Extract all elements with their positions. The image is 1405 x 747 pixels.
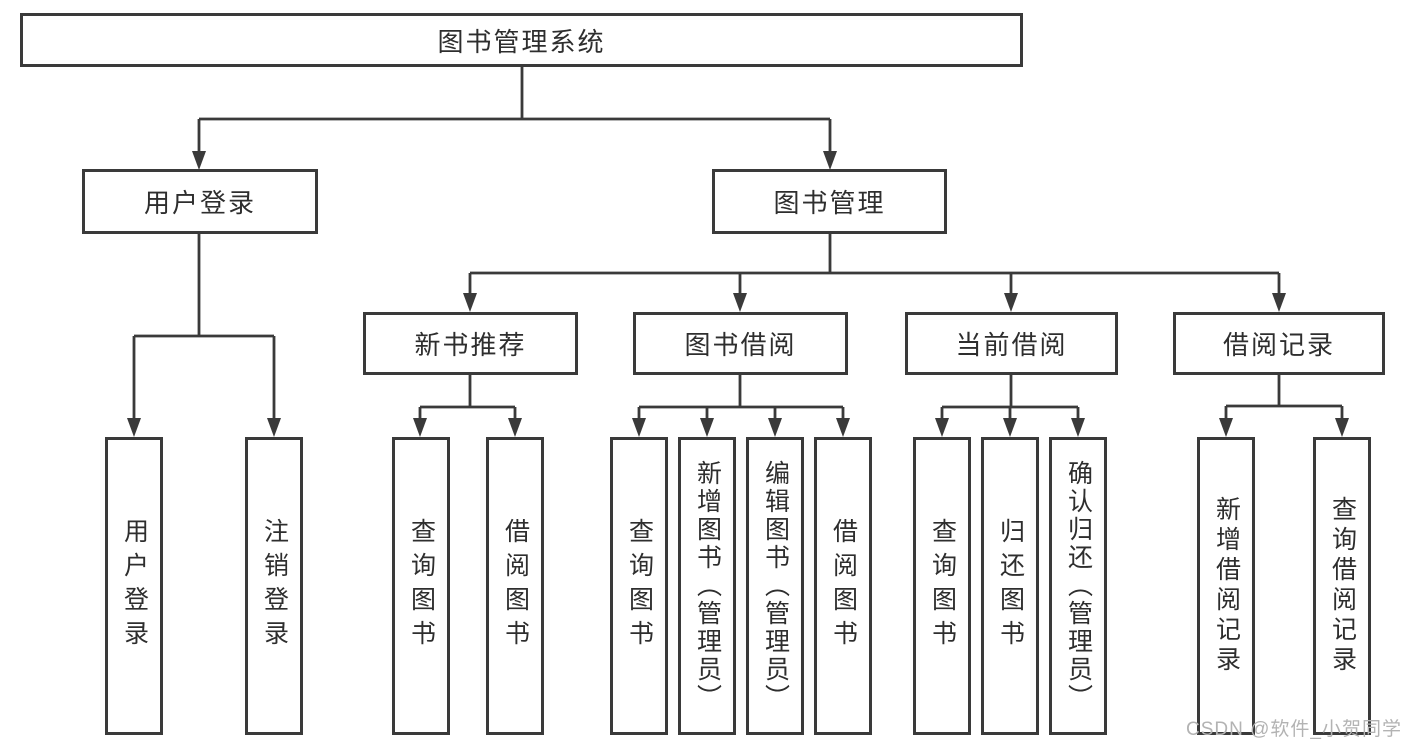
node-add-borrow-record-label: 新增借阅记录 bbox=[1212, 496, 1241, 676]
node-return-books: 归还图书 bbox=[981, 437, 1039, 735]
connector-root-to-level2 bbox=[192, 67, 837, 170]
node-user-login-leaf: 用户登录 bbox=[105, 437, 163, 735]
node-query-books-borrowing-label: 查询图书 bbox=[625, 518, 654, 654]
connector-borrow-records-children bbox=[1219, 375, 1349, 437]
node-book-borrowing: 图书借阅 bbox=[633, 312, 848, 375]
node-query-books-recommend: 查询图书 bbox=[392, 437, 450, 735]
node-query-borrow-record-label: 查询借阅记录 bbox=[1328, 496, 1357, 676]
node-query-books-borrowing: 查询图书 bbox=[610, 437, 668, 735]
connector-user-login-children bbox=[127, 234, 281, 437]
node-logout-label: 注销登录 bbox=[260, 518, 289, 654]
node-confirm-return-admin: 确认归还（管理员） bbox=[1049, 437, 1107, 735]
node-new-book-recommend: 新书推荐 bbox=[363, 312, 578, 375]
node-query-borrow-record: 查询借阅记录 bbox=[1313, 437, 1371, 735]
node-library-management-system: 图书管理系统 bbox=[20, 13, 1023, 67]
node-user-login-leaf-label: 用户登录 bbox=[120, 518, 149, 654]
node-query-books-recommend-label: 查询图书 bbox=[407, 518, 436, 654]
node-book-management: 图书管理 bbox=[712, 169, 947, 234]
connector-book-borrowing-children bbox=[632, 375, 850, 437]
node-edit-books-admin: 编辑图书（管理员） bbox=[746, 437, 804, 735]
connector-book-management-children bbox=[463, 234, 1286, 312]
node-borrow-books-recommend: 借阅图书 bbox=[486, 437, 544, 735]
node-query-books-current-label: 查询图书 bbox=[928, 518, 957, 654]
node-return-books-label: 归还图书 bbox=[996, 518, 1025, 654]
node-user-login: 用户登录 bbox=[82, 169, 318, 234]
node-borrow-books-recommend-label: 借阅图书 bbox=[501, 518, 530, 654]
node-borrow-books-borrowing-label: 借阅图书 bbox=[829, 518, 858, 654]
node-edit-books-admin-label: 编辑图书（管理员） bbox=[761, 460, 790, 712]
csdn-watermark: CSDN @软件_小贺同学 bbox=[1186, 719, 1402, 740]
connector-new-book-recommend-children bbox=[413, 375, 522, 437]
node-add-borrow-record: 新增借阅记录 bbox=[1197, 437, 1255, 735]
node-borrow-records: 借阅记录 bbox=[1173, 312, 1385, 375]
node-borrow-books-borrowing: 借阅图书 bbox=[814, 437, 872, 735]
node-logout: 注销登录 bbox=[245, 437, 303, 735]
connector-current-borrowing-children bbox=[935, 375, 1085, 437]
node-current-borrowing: 当前借阅 bbox=[905, 312, 1118, 375]
node-confirm-return-admin-label: 确认归还（管理员） bbox=[1064, 460, 1093, 712]
node-add-books-admin-label: 新增图书（管理员） bbox=[693, 460, 722, 712]
node-query-books-current: 查询图书 bbox=[913, 437, 971, 735]
node-add-books-admin: 新增图书（管理员） bbox=[678, 437, 736, 735]
